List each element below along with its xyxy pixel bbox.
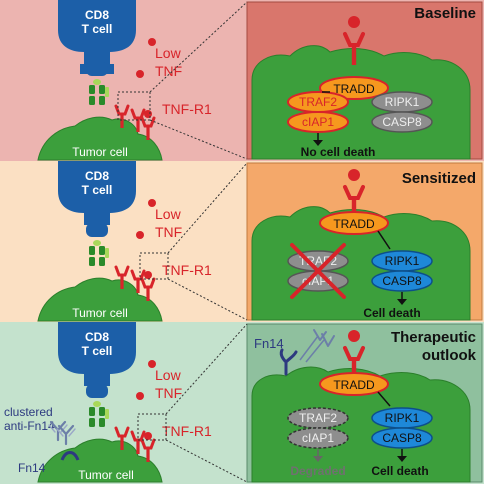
fn14-label: Fn14	[18, 461, 46, 475]
casp8-label: CASP8	[382, 274, 422, 288]
tradd-label: TRADD	[333, 217, 375, 231]
tumor-zoom	[251, 366, 471, 483]
tcell-label-2: T cell	[82, 344, 113, 358]
casp8-label: CASP8	[382, 115, 422, 129]
panel-title: Baseline	[414, 5, 476, 22]
ripk1-label: RIPK1	[385, 254, 420, 268]
tradd-label: TRADD	[333, 82, 375, 96]
clustered-label: clustered	[4, 405, 53, 419]
tradd-node	[319, 372, 389, 396]
casp8-node	[371, 111, 433, 133]
tcell-label-2: T cell	[82, 183, 113, 197]
tcell-label-2: T cell	[82, 22, 113, 36]
outcome-label: Cell death	[363, 306, 420, 320]
tnf-label: TNF	[155, 385, 182, 401]
panel-title-1: Therapeutic	[391, 329, 476, 346]
outcome-label: Cell death	[371, 464, 428, 478]
ciap1-label: cIAP1	[302, 431, 334, 445]
ciap1-node	[287, 111, 349, 133]
panel-title-2: outlook	[422, 347, 477, 364]
panel-sensitized: CD8 T cell Low TNF TNF-R1 Tumor cell Sen…	[0, 161, 484, 322]
traf2-label: TRAF2	[299, 95, 337, 109]
tcell-label-1: CD8	[85, 8, 109, 22]
anti-fn14-label: anti-Fn14	[4, 419, 55, 433]
tcell-label-1: CD8	[85, 169, 109, 183]
ciap1-label: cIAP1	[302, 115, 334, 129]
tnfr1-label: TNF-R1	[162, 262, 212, 278]
panel-title: Sensitized	[402, 170, 476, 187]
tumor-label: Tumor cell	[72, 306, 128, 320]
fn14-receptor	[60, 451, 80, 461]
tnfr1-label: TNF-R1	[162, 423, 212, 439]
traf2-node	[287, 407, 349, 429]
casp8-label: CASP8	[382, 431, 422, 445]
tumor-label: Tumor cell	[72, 145, 128, 159]
panel-therapeutic: CD8 T cell Low TNF clustered anti-Fn14 F…	[0, 322, 484, 484]
ripk1-label: RIPK1	[385, 411, 420, 425]
ciap1-node	[287, 427, 349, 449]
fn14-zoom-label: Fn14	[254, 336, 284, 351]
tcell-label-1: CD8	[85, 330, 109, 344]
tnf-label: TNF	[155, 224, 182, 240]
tumor-zoom	[251, 45, 471, 160]
casp8-node	[371, 270, 433, 292]
low-label: Low	[155, 206, 182, 222]
low-label: Low	[155, 367, 182, 383]
traf2-label: TRAF2	[299, 411, 337, 425]
casp8-node	[371, 427, 433, 449]
tradd-node	[319, 211, 389, 235]
tnfr1-label: TNF-R1	[162, 101, 212, 117]
tumor-label: Tumor cell	[78, 468, 134, 482]
degraded-label: Degraded	[290, 464, 345, 478]
outcome-label: No cell death	[301, 145, 376, 159]
tcell-body	[58, 0, 136, 64]
tnf-label: TNF	[155, 63, 182, 79]
low-label: Low	[155, 45, 182, 61]
fn14-zoom-receptor	[279, 348, 298, 376]
traf2-label: TRAF2	[299, 254, 337, 268]
ripk1-label: RIPK1	[385, 95, 420, 109]
cross-mark	[290, 243, 346, 299]
panel-baseline: CD8 T cell Low TNF TNF-R1 Tumor cell Bas…	[0, 0, 484, 161]
tradd-label: TRADD	[333, 378, 375, 392]
tumor-zoom	[251, 206, 471, 321]
